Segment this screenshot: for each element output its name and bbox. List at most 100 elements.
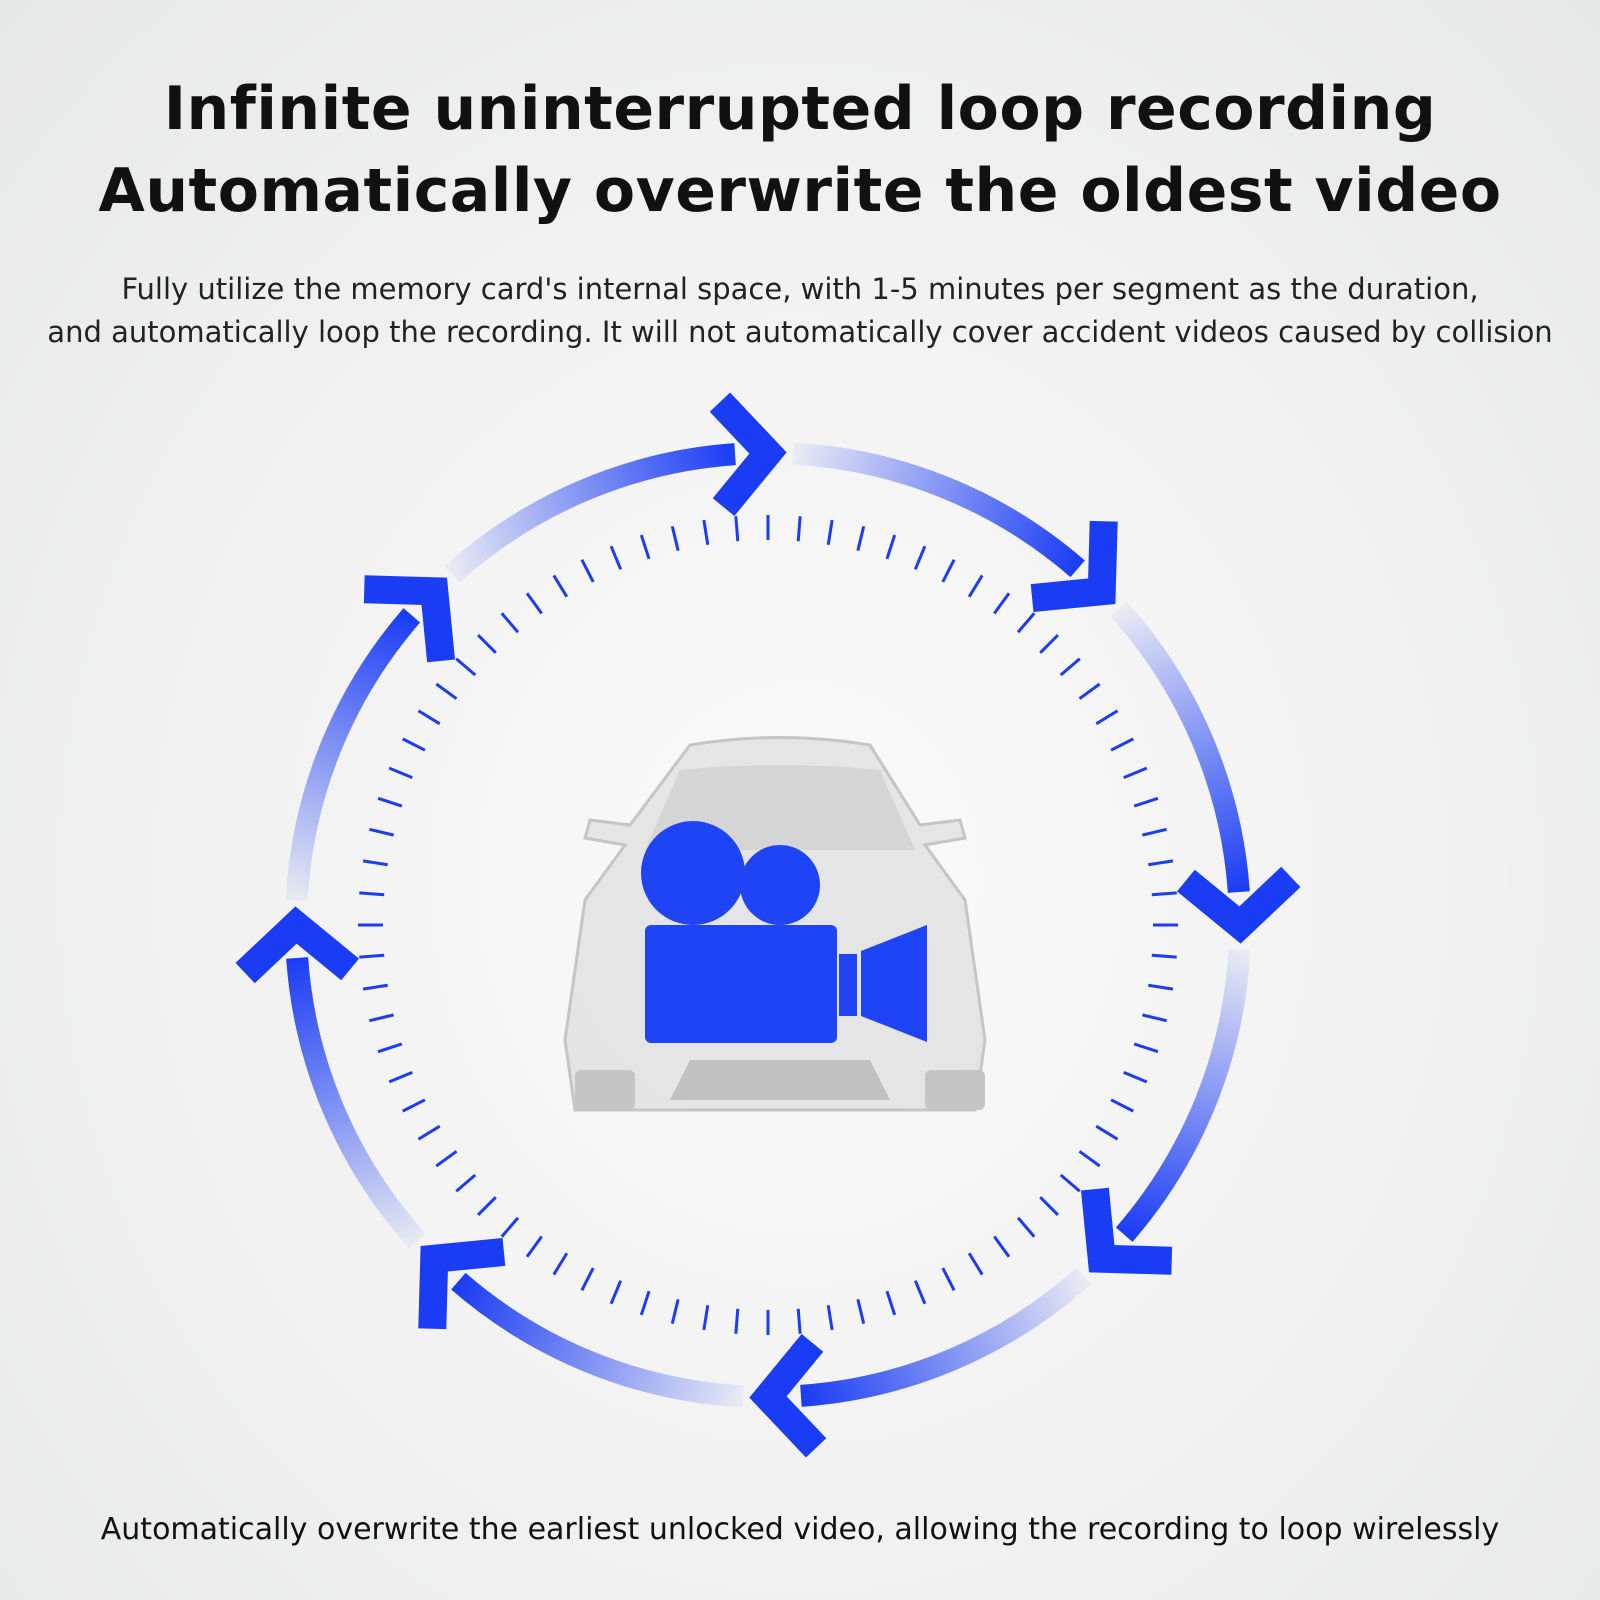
tick-mark [1095, 1124, 1119, 1141]
tick-mark [1142, 827, 1168, 837]
tick-mark [1133, 1042, 1159, 1054]
tick-mark [856, 1299, 866, 1325]
tick-mark [1016, 1216, 1036, 1238]
tick-mark [368, 1013, 394, 1023]
tick-mark [377, 796, 403, 808]
loop-arc [444, 443, 736, 583]
loop-arc [800, 1267, 1092, 1407]
tick-mark [388, 766, 413, 780]
tick-mark [552, 1252, 569, 1276]
tick-mark [609, 1280, 623, 1305]
tick-mark [455, 657, 477, 677]
tick-mark [1078, 682, 1101, 700]
tick-mark [552, 574, 569, 598]
tick-mark [913, 545, 927, 570]
tick-mark [525, 592, 543, 615]
tick-mark [402, 737, 426, 752]
tick-mark [435, 682, 458, 700]
tick-mark [477, 1196, 497, 1216]
tick-mark [734, 516, 740, 542]
description-line-2: and automatically loop the recording. It… [47, 315, 1553, 349]
tick-mark [734, 1308, 740, 1334]
tick-mark [639, 1290, 651, 1316]
tick-mark [417, 1124, 441, 1141]
arrowhead-icon [363, 575, 456, 663]
page-title: Infinite uninterrupted loop recording Au… [0, 68, 1600, 232]
loop-arc [1115, 949, 1251, 1242]
tick-mark [885, 534, 897, 560]
tick-mark [1133, 796, 1159, 808]
tick-mark [826, 519, 834, 545]
title-line-1: Infinite uninterrupted loop recording [163, 74, 1437, 144]
loop-arc [285, 608, 421, 901]
arrowhead-icon [709, 392, 787, 516]
tick-mark [362, 983, 388, 991]
title-line-2: Automatically overwrite the oldest video [98, 156, 1502, 226]
tick-mark [796, 1308, 802, 1334]
tick-mark [993, 592, 1011, 615]
video-camera-icon [641, 821, 927, 1043]
tick-ring [358, 515, 1178, 1335]
tick-mark [885, 1290, 897, 1316]
tick-mark [1110, 1098, 1134, 1113]
arrowhead-icon [1177, 866, 1301, 944]
tick-mark [455, 1173, 477, 1193]
tick-mark [639, 534, 651, 560]
tick-mark [368, 827, 394, 837]
arrowhead-icon [1080, 1187, 1173, 1275]
description-line-1: Fully utilize the memory card's internal… [121, 272, 1479, 306]
tick-mark [500, 612, 520, 634]
arrowhead-icon [418, 1237, 506, 1330]
tick-mark [1059, 1173, 1081, 1193]
tick-mark [1039, 634, 1059, 654]
tick-mark [702, 1305, 710, 1331]
loop-arc [286, 957, 426, 1249]
tick-mark [580, 1267, 595, 1291]
tick-mark [435, 1150, 458, 1168]
tick-mark [359, 953, 385, 959]
tick-mark [417, 709, 441, 726]
tick-mark [826, 1305, 834, 1331]
arrowhead-icon [235, 906, 359, 984]
tick-mark [525, 1235, 543, 1258]
loop-arc [451, 1272, 744, 1408]
tick-mark [1016, 612, 1036, 634]
tick-mark [1095, 709, 1119, 726]
tick-mark [967, 574, 984, 598]
tick-mark [1110, 737, 1134, 752]
tick-mark [967, 1252, 984, 1276]
tick-mark [913, 1280, 927, 1305]
tick-mark [500, 1216, 520, 1238]
tick-mark [402, 1098, 426, 1113]
tick-mark [1148, 983, 1174, 991]
footer-caption: Automatically overwrite the earliest unl… [100, 1512, 1500, 1547]
tick-mark [1123, 1070, 1148, 1084]
tick-mark [477, 634, 497, 654]
tick-mark [1059, 657, 1081, 677]
tick-mark [388, 1070, 413, 1084]
tick-mark [941, 559, 956, 583]
tick-mark [1151, 891, 1177, 897]
loop-arc [1110, 601, 1250, 893]
tick-mark [993, 1235, 1011, 1258]
arrowhead-icon [1030, 520, 1118, 613]
tick-mark [1078, 1150, 1101, 1168]
tick-mark [670, 525, 680, 551]
arrowhead-icon [749, 1334, 827, 1458]
tick-mark [941, 1267, 956, 1291]
tick-mark [1151, 953, 1177, 959]
tick-mark [856, 525, 866, 551]
tick-mark [609, 545, 623, 570]
description: Fully utilize the memory card's internal… [0, 268, 1600, 354]
tick-mark [796, 516, 802, 542]
tick-mark [359, 891, 385, 897]
tick-mark [670, 1299, 680, 1325]
tick-mark [1123, 766, 1148, 780]
tick-mark [1142, 1013, 1168, 1023]
tick-mark [580, 559, 595, 583]
tick-mark [702, 519, 710, 545]
tick-mark [1039, 1196, 1059, 1216]
loop-arrows-icon [235, 392, 1301, 1458]
tick-mark [377, 1042, 403, 1054]
